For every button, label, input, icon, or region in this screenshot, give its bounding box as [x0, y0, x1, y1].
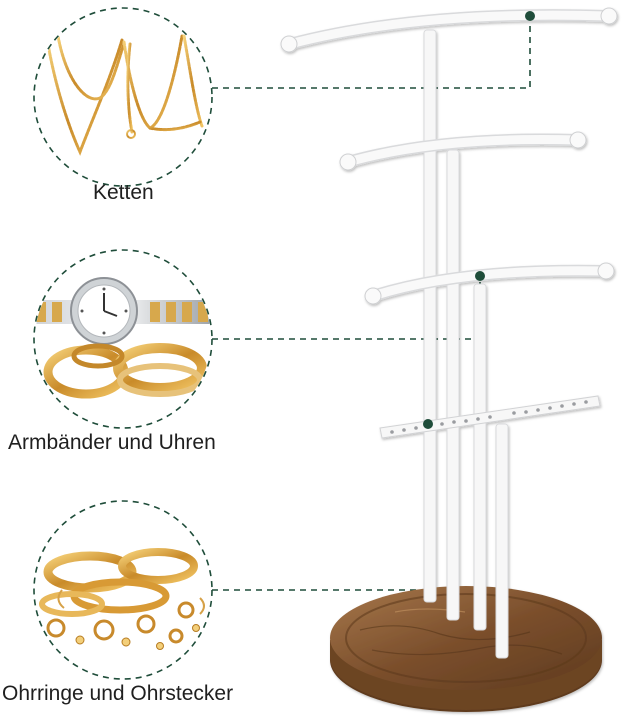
- wooden-base: [330, 586, 602, 712]
- connector-line-3: [212, 424, 429, 591]
- bracelets-watch-icon: [35, 277, 211, 399]
- stand-arms: [284, 9, 614, 302]
- stand-poles: [423, 29, 509, 659]
- jewelry-stand-icon: [280, 7, 618, 712]
- callout-label-necklaces: Ketten: [93, 181, 154, 204]
- callout-circle-2: [33, 249, 213, 429]
- callout-label-bracelets-watches: Armbänder und Uhren: [8, 431, 216, 454]
- arm-end-knobs: [280, 7, 618, 305]
- callout-label-earrings: Ohrringe und Ohrstecker: [2, 682, 234, 705]
- necklace-chain-icon: [46, 34, 204, 156]
- connector-dots: [423, 11, 535, 429]
- earrings-studs-icon: [39, 548, 205, 650]
- callout-circle-1: [33, 7, 213, 187]
- earring-bar: [379, 395, 601, 439]
- callout-circle-3: [33, 500, 213, 680]
- connector-line-1: [212, 16, 531, 89]
